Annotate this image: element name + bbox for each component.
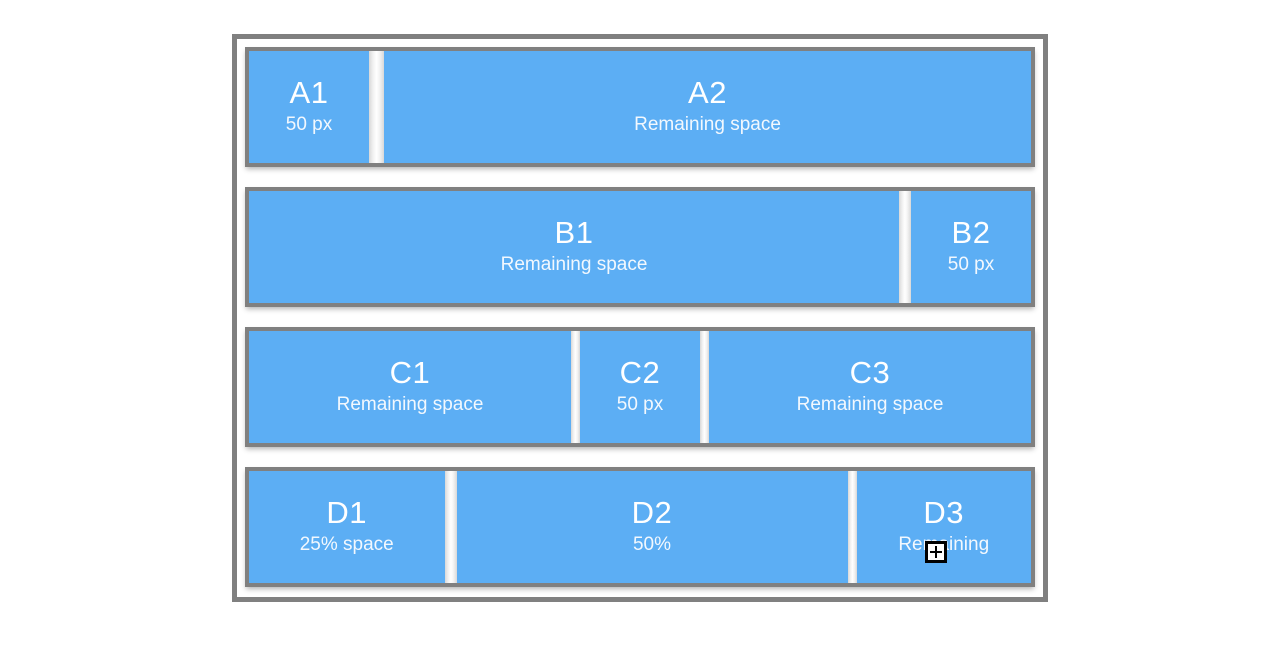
pane-d1-subtitle: 25% space	[299, 534, 394, 556]
splitter-row-d: D1 25% space D2 50% D3 Remaining	[245, 467, 1035, 587]
pane-c2-subtitle: 50 px	[616, 394, 664, 416]
pane-d3-title: D3	[923, 495, 965, 531]
splitter-row-a: A1 50 px A2 Remaining space	[245, 47, 1035, 167]
pane-c2-title: C2	[619, 355, 661, 391]
pane-c3[interactable]: C3 Remaining space	[709, 331, 1031, 443]
splitter-handle-b1-b2[interactable]	[899, 191, 911, 303]
splitter-handle-d2-d3[interactable]	[847, 471, 857, 583]
splitter-row-stack: A1 50 px A2 Remaining space B1 Remaining…	[245, 47, 1035, 587]
pane-d2-subtitle: 50%	[632, 534, 672, 556]
pane-c1[interactable]: C1 Remaining space	[249, 331, 571, 443]
pane-c2[interactable]: C2 50 px	[580, 331, 700, 443]
pane-c3-subtitle: Remaining space	[796, 394, 944, 416]
pane-a2-title: A2	[688, 75, 727, 111]
splitter-row-b: B1 Remaining space B2 50 px	[245, 187, 1035, 307]
pane-d3[interactable]: D3 Remaining	[856, 471, 1031, 583]
pane-a1-subtitle: 50 px	[285, 114, 333, 136]
pane-b2-subtitle: 50 px	[947, 254, 995, 276]
pane-d1[interactable]: D1 25% space	[249, 471, 445, 583]
splitter-row-c: C1 Remaining space C2 50 px C3 Remaining…	[245, 327, 1035, 447]
pane-d1-title: D1	[326, 495, 368, 531]
pane-a2[interactable]: A2 Remaining space	[384, 51, 1031, 163]
pane-c1-subtitle: Remaining space	[336, 394, 484, 416]
crosshair-box-icon	[925, 541, 947, 563]
splitter-handle-a1-a2[interactable]	[369, 51, 384, 163]
splitter-handle-c2-c3[interactable]	[700, 331, 709, 443]
pane-d2-title: D2	[631, 495, 673, 531]
splitter-handle-c1-c2[interactable]	[571, 331, 580, 443]
pane-b1-title: B1	[554, 215, 594, 251]
pane-b2[interactable]: B2 50 px	[911, 191, 1031, 303]
pane-b1[interactable]: B1 Remaining space	[249, 191, 899, 303]
pane-b1-subtitle: Remaining space	[500, 254, 648, 276]
pane-a1[interactable]: A1 50 px	[249, 51, 369, 163]
pane-d2[interactable]: D2 50%	[456, 471, 848, 583]
pane-c1-title: C1	[389, 355, 431, 391]
pane-a2-subtitle: Remaining space	[634, 114, 781, 136]
splitter-demo-container: A1 50 px A2 Remaining space B1 Remaining…	[232, 34, 1048, 602]
splitter-handle-d1-d2[interactable]	[444, 471, 457, 583]
pane-a1-title: A1	[289, 75, 329, 111]
pane-c3-title: C3	[849, 355, 891, 391]
pane-b2-title: B2	[951, 215, 991, 251]
